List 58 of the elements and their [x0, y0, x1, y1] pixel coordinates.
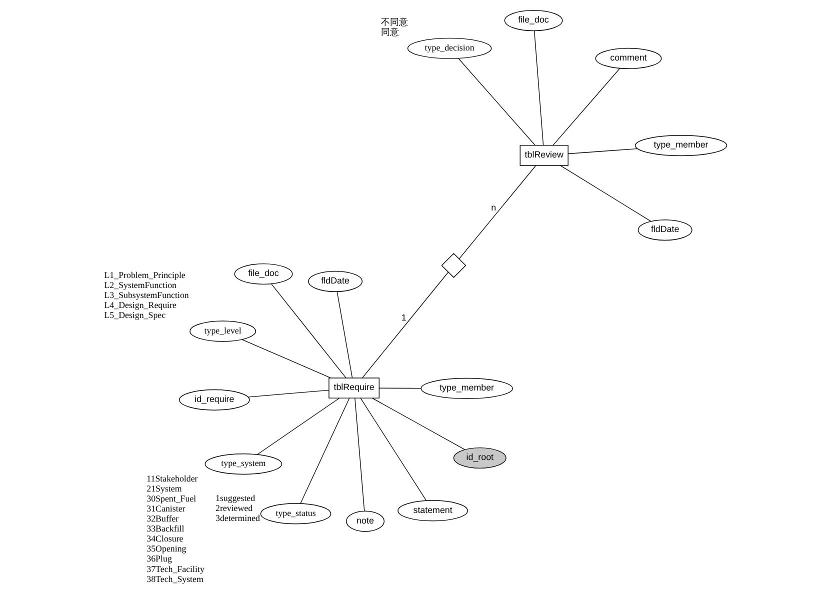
connector — [247, 390, 329, 398]
connector — [336, 291, 352, 378]
node-label: 33Backfill — [146, 524, 184, 534]
node-ellipse: fldDate — [308, 270, 362, 292]
edge-label: 1 — [400, 312, 406, 322]
node-label: L1_Problem_Principle — [104, 270, 185, 280]
node-label: L3_SubsystemFunction — [104, 290, 188, 300]
node-label: 2reviewed — [215, 503, 252, 514]
connector — [241, 339, 331, 378]
node-ellipse: type_member — [420, 378, 512, 400]
node-ellipse: fldDate — [637, 219, 692, 241]
connector — [458, 165, 536, 260]
node-label: L4_Design_Require — [104, 300, 176, 310]
connector — [567, 148, 638, 154]
node-label: 36Plug — [146, 554, 172, 564]
node-box: tblRequire — [328, 378, 379, 398]
node-diamond — [440, 252, 466, 278]
node-label: 21System — [146, 483, 182, 494]
node-ellipse: type_member — [634, 135, 727, 156]
node-label: 3determined — [215, 513, 260, 524]
node-label: 35Opening — [146, 544, 186, 554]
node-ellipse: type_status — [260, 503, 331, 524]
connector — [458, 58, 536, 146]
node-label: 同意 — [380, 27, 399, 38]
connector — [270, 284, 346, 378]
node-label: 30Spent_Fuel — [146, 494, 196, 504]
connector — [533, 30, 544, 146]
connector — [378, 388, 421, 389]
node-label: 31Canister — [146, 504, 185, 514]
node-label: L5_Design_Spec — [104, 310, 166, 320]
node-label: L2_SystemFunction — [104, 280, 176, 290]
edge-label: n — [490, 202, 496, 213]
connector — [552, 68, 620, 146]
node-ellipse: file_doc — [504, 10, 562, 32]
node-ellipse: type_level — [189, 320, 256, 342]
connector — [354, 398, 364, 512]
node-label: 34Closure — [146, 534, 183, 544]
connector — [372, 398, 465, 450]
node-box: tblReview — [519, 145, 568, 166]
node-label: 32Buffer — [146, 514, 178, 524]
connector — [360, 398, 426, 501]
node-ellipse: note — [345, 510, 384, 532]
node-ellipse: statement — [397, 500, 468, 522]
node-ellipse: file_doc — [234, 263, 292, 285]
node-label: 38Tech_System — [146, 574, 203, 584]
node-label: 不同意 — [380, 17, 408, 28]
connector — [560, 165, 651, 222]
node-ellipse: comment — [594, 48, 662, 69]
connector — [256, 398, 340, 455]
node-ellipse: id_root — [452, 447, 506, 469]
node-label: 11Stakeholder — [146, 473, 198, 484]
node-label: 1suggested — [215, 492, 255, 503]
connector — [362, 272, 448, 378]
node-label: 37Tech_Facility — [146, 564, 204, 574]
node-ellipse: type_decision — [406, 38, 492, 59]
node-ellipse: type_system — [204, 454, 282, 475]
node-ellipse: id_require — [178, 389, 250, 410]
connector — [300, 398, 350, 504]
